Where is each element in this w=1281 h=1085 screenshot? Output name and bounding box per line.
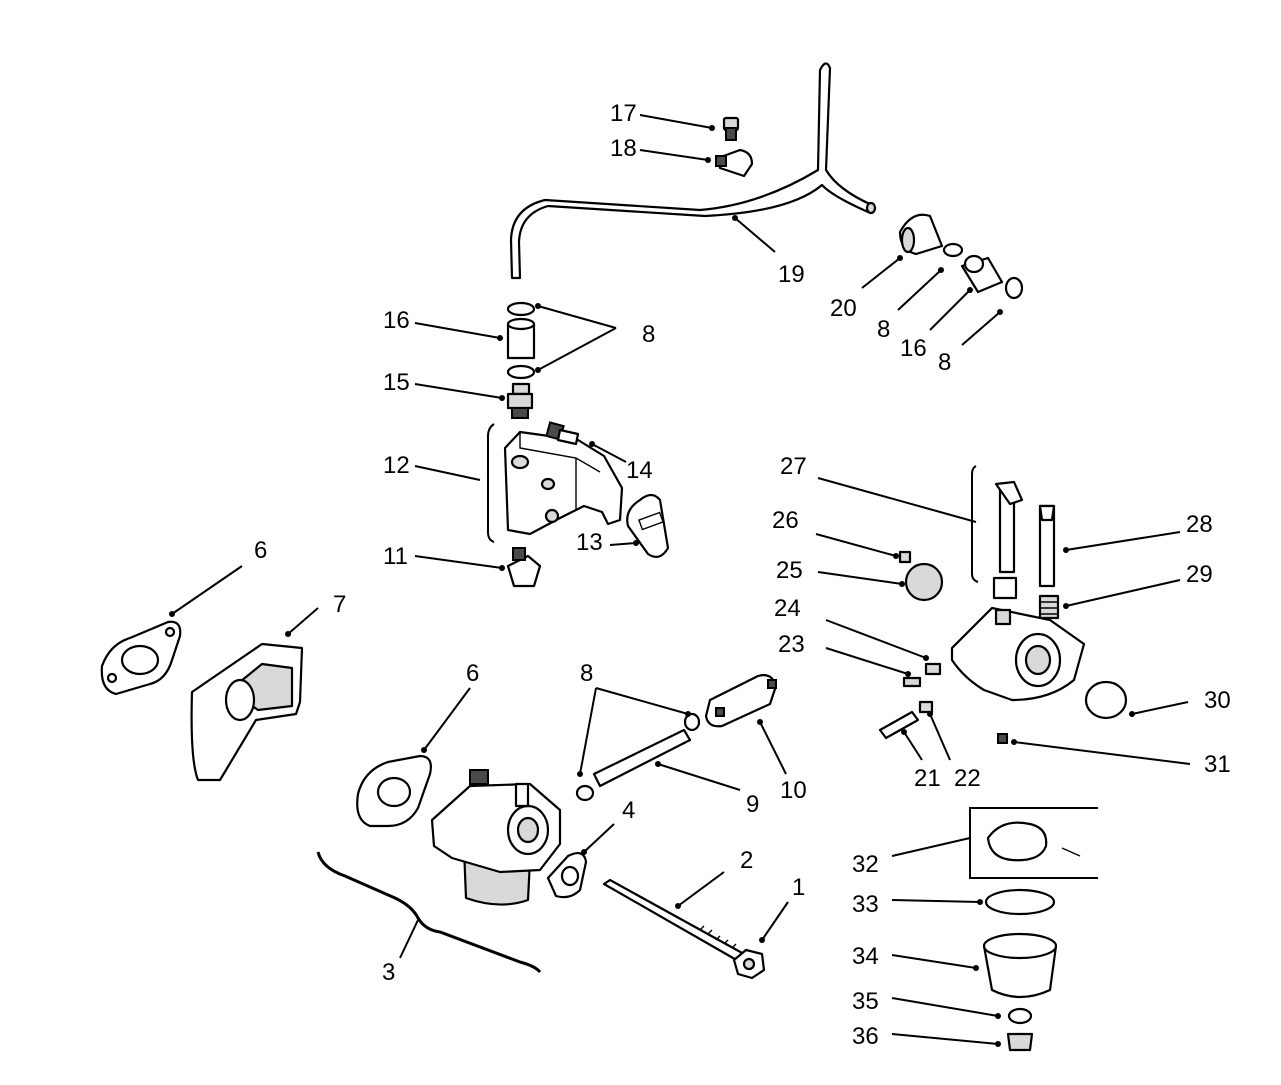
callout-22: 22: [954, 765, 981, 792]
choke-shaft-27: [992, 480, 1024, 600]
brace-12: [487, 423, 495, 543]
grommet-20: [898, 213, 944, 256]
screw-31: [997, 733, 1008, 744]
fuel-line-tube: [509, 62, 877, 280]
throttle-shaft-28: [1038, 504, 1056, 588]
nut-1: [732, 948, 766, 980]
callout-29: 29: [1186, 561, 1213, 588]
callout-4: 4: [622, 797, 635, 824]
callout-32: 32: [852, 851, 879, 878]
gasket-4: [546, 851, 588, 899]
callout-25: 25: [776, 557, 803, 584]
callout-labels: 17 18 19 20 8 16 8 16 8 15 12 14 13 11 6…: [254, 100, 1231, 1050]
callout-2: 2: [740, 847, 753, 874]
screw-14: [545, 421, 580, 446]
callout-7: 7: [333, 591, 346, 618]
hose-16-left: [506, 317, 536, 360]
callout-8-upper: 8: [642, 321, 655, 348]
callout-28: 28: [1186, 511, 1213, 538]
fuel-hose-9: [592, 728, 692, 788]
clamp-8-b: [683, 712, 701, 732]
callout-8-lower: 8: [580, 660, 593, 687]
fitting-15: [506, 382, 534, 419]
callout-19: 19: [778, 261, 805, 288]
gasket-6-left: [100, 620, 182, 696]
bowl-nut-36: [1006, 1032, 1034, 1052]
spring-22: [918, 700, 934, 714]
callout-23: 23: [778, 631, 805, 658]
stud-bolt-2: [602, 878, 746, 964]
callout-36: 36: [852, 1023, 879, 1050]
spring-29: [1038, 594, 1060, 620]
callout-21: 21: [914, 765, 941, 792]
gasket-6-center: [356, 754, 432, 828]
assembly-brace-3: [316, 851, 542, 974]
callout-14: 14: [626, 457, 653, 484]
fuel-filter-10: [704, 674, 778, 728]
fuel-pump-12: [503, 430, 624, 536]
callout-8-right-a: 8: [877, 316, 890, 343]
callout-33: 33: [852, 891, 879, 918]
callout-12: 12: [383, 452, 410, 479]
throttle-plate-30: [1084, 680, 1128, 720]
clamp-18: [715, 148, 754, 178]
float-32-box: [969, 807, 1098, 879]
callout-26: 26: [772, 507, 799, 534]
callout-31: 31: [1204, 751, 1231, 778]
gasket-13: [626, 493, 670, 559]
gasket-33: [984, 888, 1056, 916]
hose-16-right: [960, 254, 1004, 294]
clamp-8-upper: [506, 301, 536, 317]
spring-24: [924, 662, 942, 676]
clamp-8-right-b: [1004, 276, 1024, 300]
callout-18: 18: [610, 135, 637, 162]
callout-6-center: 6: [466, 660, 479, 687]
callout-30: 30: [1204, 687, 1231, 714]
choke-plate-25: [904, 562, 944, 602]
callout-16-right: 16: [900, 335, 927, 362]
callout-3: 3: [382, 959, 395, 986]
callout-11: 11: [383, 543, 408, 570]
carburetor-body-right: [950, 606, 1086, 702]
callout-20: 20: [830, 295, 857, 322]
washer-35: [1007, 1007, 1033, 1025]
idle-screw-21: [878, 710, 920, 740]
screw-26: [898, 550, 912, 564]
brace-27: [971, 465, 979, 583]
callout-15: 15: [383, 369, 410, 396]
callout-17: 17: [610, 100, 637, 127]
callout-27: 27: [780, 453, 807, 480]
callout-6-left: 6: [254, 537, 267, 564]
elbow-fitting-11: [506, 547, 542, 588]
heat-shield-7: [190, 642, 304, 782]
callout-9: 9: [746, 791, 759, 818]
clamp-8-right-a: [942, 242, 964, 258]
fuel-bowl-34: [982, 932, 1058, 999]
fitting-17: [722, 116, 740, 141]
needle-23: [902, 676, 922, 688]
leader-lines: [169, 114, 1191, 1047]
callout-34: 34: [852, 943, 879, 970]
callout-8-right-b: 8: [938, 349, 951, 376]
callout-16-left: 16: [383, 307, 410, 334]
callout-24: 24: [774, 595, 801, 622]
clamp-8-a: [575, 784, 595, 802]
carburetor-3: [430, 769, 562, 906]
callout-10: 10: [780, 777, 807, 804]
callout-1: 1: [792, 874, 805, 901]
callout-35: 35: [852, 988, 879, 1015]
clamp-8-lower: [506, 364, 536, 380]
callout-13: 13: [576, 529, 603, 556]
